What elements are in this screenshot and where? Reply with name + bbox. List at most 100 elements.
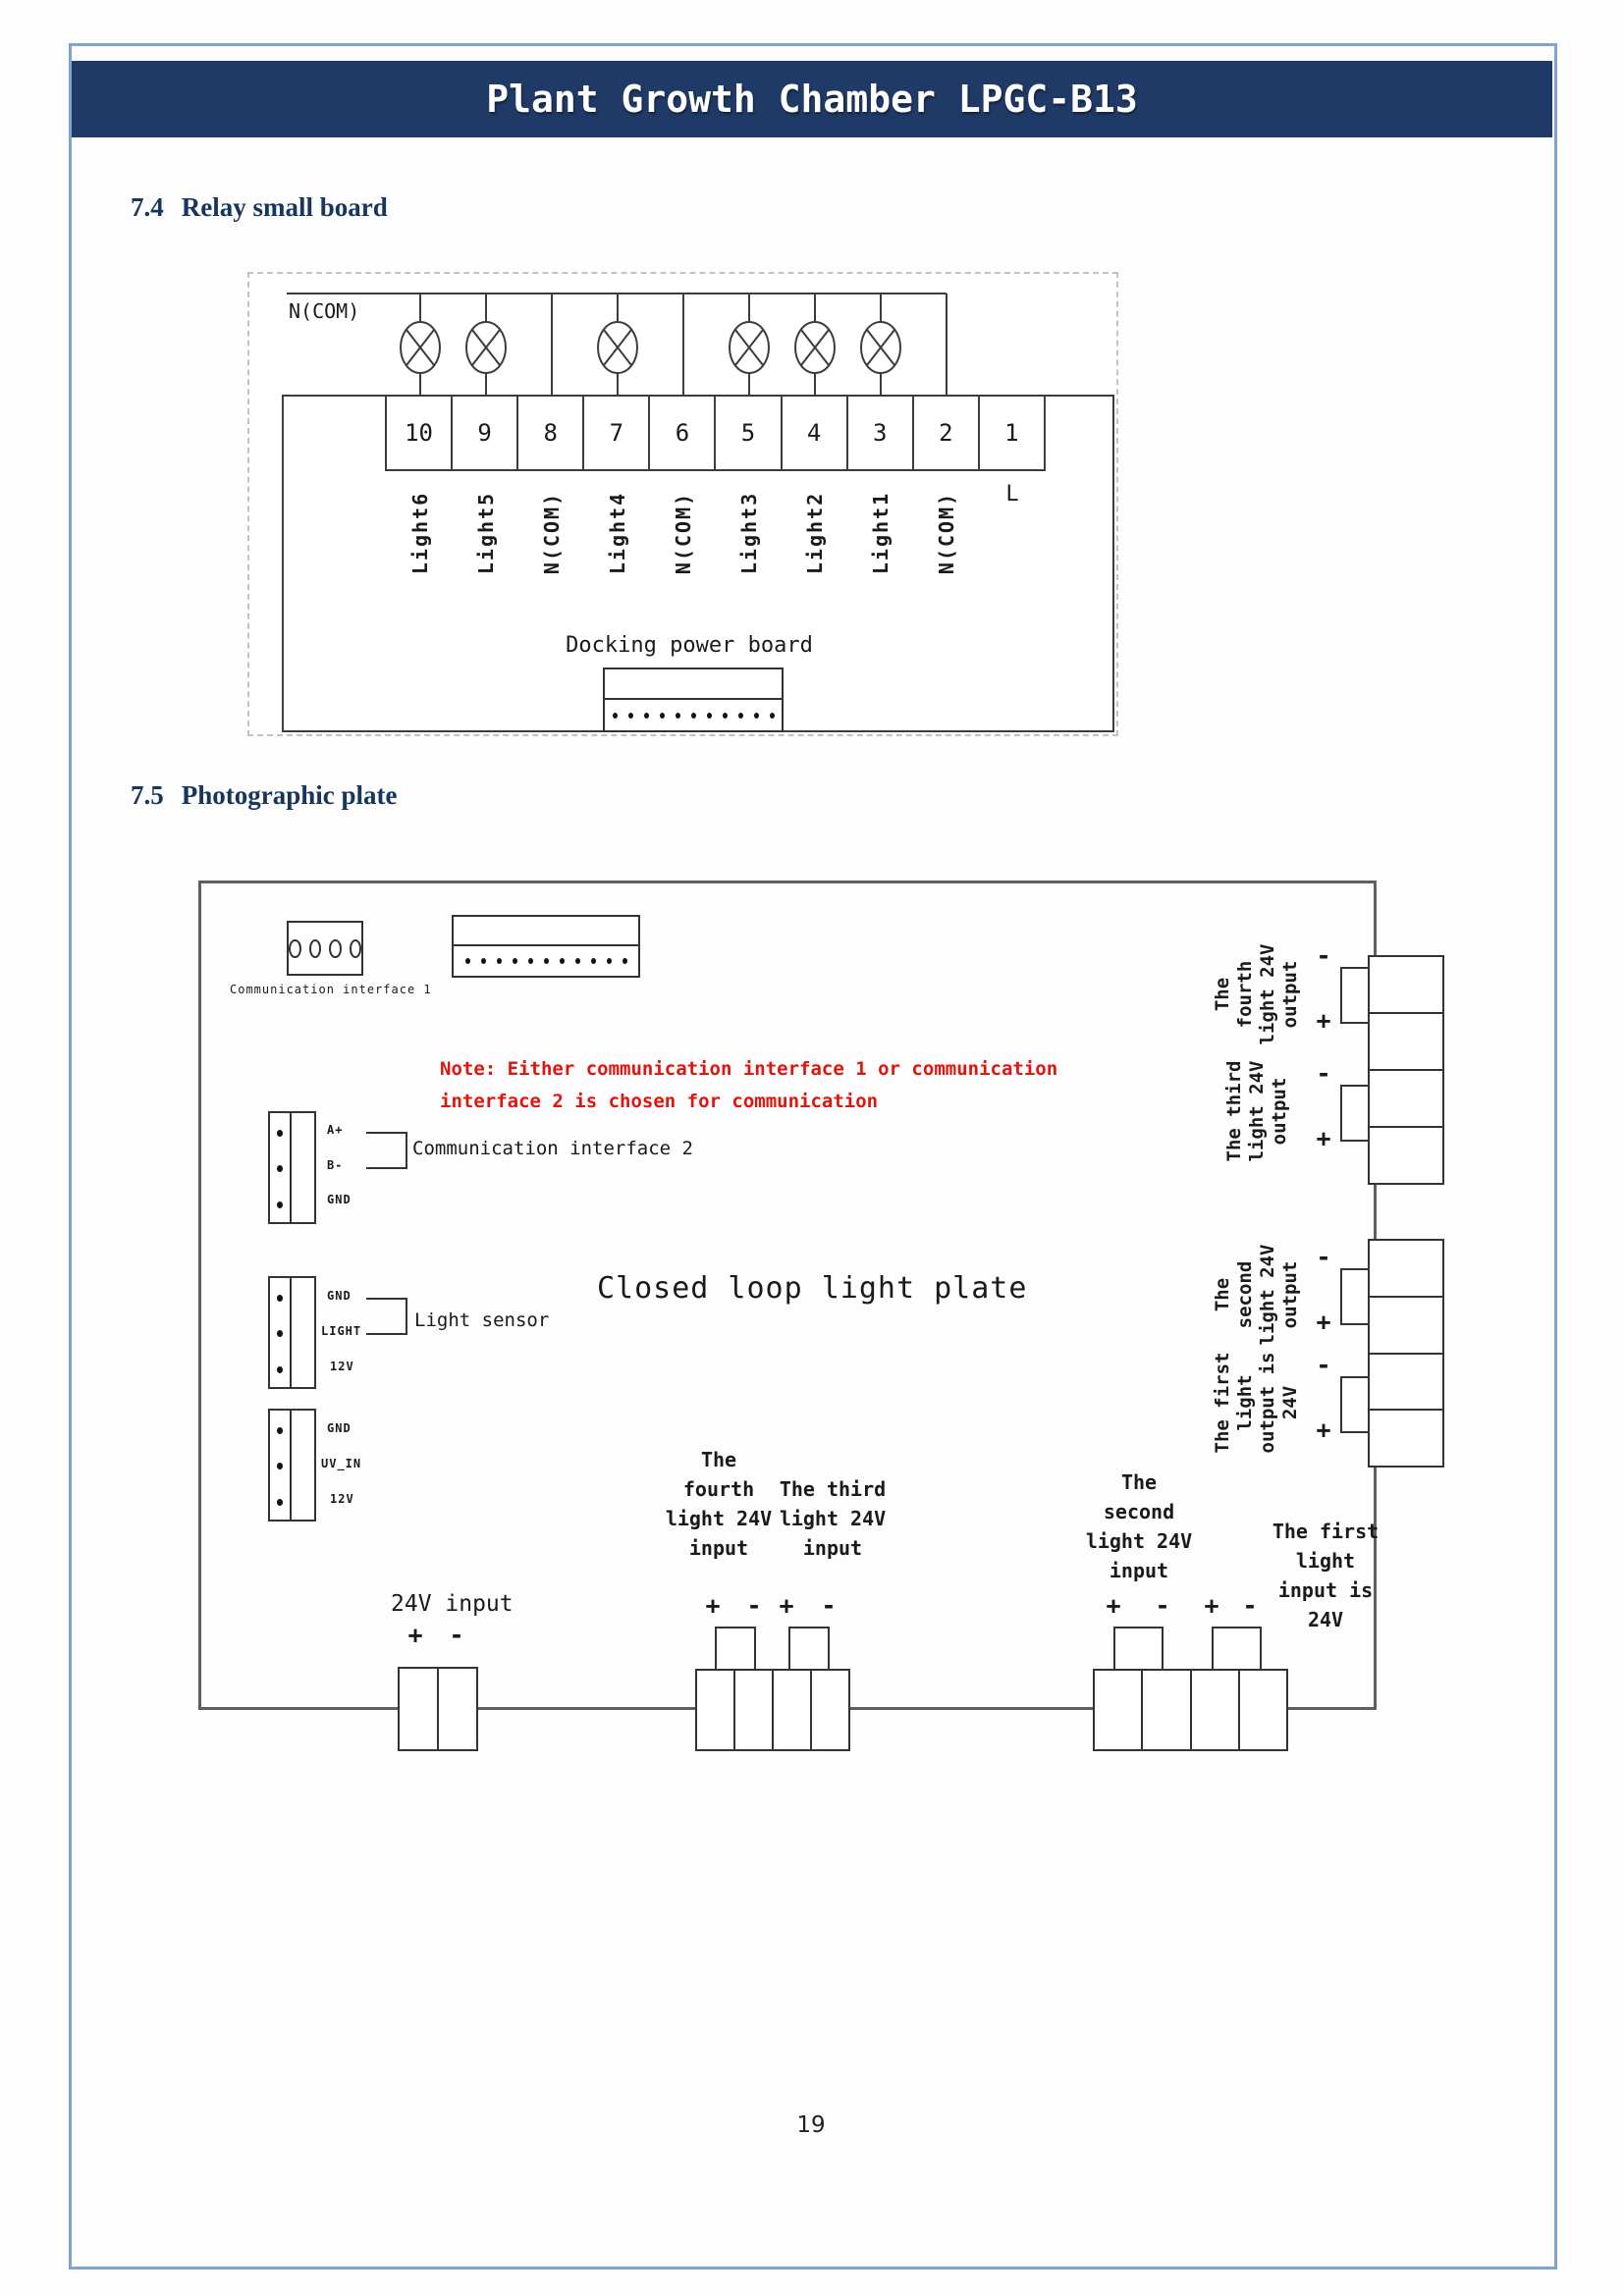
section-title: Photographic plate bbox=[181, 780, 398, 810]
pin-label-gnd: GND bbox=[327, 1421, 352, 1435]
pin-label-uv-in: UV_IN bbox=[321, 1457, 362, 1470]
ncom-bus-label: N(COM) bbox=[289, 299, 360, 323]
light-input-connector bbox=[695, 1669, 850, 1751]
bracket bbox=[366, 1132, 407, 1169]
terminal-label: Light3 bbox=[737, 491, 761, 575]
terminal-label: N(COM) bbox=[935, 491, 958, 575]
pin-hole bbox=[289, 938, 301, 958]
comm-interface-1-label: Communication interface 1 bbox=[230, 983, 432, 996]
terminal-label: Light4 bbox=[606, 491, 629, 575]
terminal-label-L: L bbox=[1005, 482, 1019, 507]
pin-dot bbox=[277, 1366, 283, 1373]
section-number: 7.5 bbox=[131, 780, 164, 810]
terminal-cell: 4 bbox=[783, 397, 848, 469]
light-input-connector bbox=[1093, 1669, 1288, 1751]
note-line-2: interface 2 is chosen for communication bbox=[440, 1091, 879, 1112]
note-line-1: Note: Either communication interface 1 o… bbox=[440, 1058, 1058, 1080]
terminal-label: Light2 bbox=[803, 491, 827, 575]
closed-loop-label: Closed loop light plate bbox=[597, 1271, 1028, 1306]
pin-label-a-plus: A+ bbox=[327, 1123, 344, 1137]
pin-dot bbox=[277, 1165, 283, 1172]
terminal-label: Light5 bbox=[474, 491, 498, 575]
section-heading-7-4: 7.4 Relay small board bbox=[131, 192, 388, 223]
24v-input-label: 24V input bbox=[391, 1591, 514, 1617]
terminal-cell: 2 bbox=[914, 397, 980, 469]
lamp-icon bbox=[465, 294, 507, 395]
pin-label-12v: 12V bbox=[330, 1492, 354, 1506]
pin-label-b-minus: B- bbox=[327, 1158, 344, 1172]
docking-connector bbox=[603, 667, 784, 732]
minus-sign: - bbox=[1242, 1591, 1258, 1620]
minus-sign: - bbox=[1316, 1351, 1331, 1379]
terminal-cell: 6 bbox=[650, 397, 717, 469]
plus-sign: + bbox=[705, 1591, 721, 1620]
section-heading-7-5: 7.5 Photographic plate bbox=[131, 780, 398, 811]
minus-sign: - bbox=[1316, 1059, 1331, 1088]
terminal-cell: 3 bbox=[848, 397, 914, 469]
power-header-connector bbox=[452, 915, 640, 978]
pin-dot bbox=[277, 1201, 283, 1208]
terminal-cell: 8 bbox=[518, 397, 585, 469]
minus-sign: - bbox=[1316, 941, 1331, 970]
lamp-icon bbox=[794, 294, 836, 395]
terminal-cell: 10 bbox=[387, 397, 454, 469]
pin-dot bbox=[277, 1463, 283, 1469]
lamp-icon bbox=[860, 294, 901, 395]
input-pin-box bbox=[1212, 1627, 1262, 1673]
connector-dots bbox=[454, 946, 638, 976]
pin-label-12v: 12V bbox=[330, 1360, 354, 1373]
output-external-connector bbox=[1368, 955, 1444, 1185]
uv-block bbox=[268, 1409, 316, 1522]
minus-sign: - bbox=[449, 1621, 464, 1649]
page-border bbox=[69, 43, 1557, 2269]
plus-sign: + bbox=[1316, 1415, 1331, 1444]
pin-hole bbox=[329, 938, 342, 958]
input-third-label: The third light 24V input bbox=[779, 1477, 887, 1560]
note-text: Note: Either communication interface 1 o… bbox=[440, 1053, 1057, 1118]
plus-sign: + bbox=[1106, 1591, 1121, 1620]
input-pin-box bbox=[715, 1627, 756, 1673]
input-fourth-label: The fourth light 24V input bbox=[665, 1448, 773, 1560]
light-sensor-label: Light sensor bbox=[414, 1309, 550, 1331]
input-pin-box bbox=[788, 1627, 830, 1673]
relay-diagram: N(COM) 10 9 8 7 6 5 4 3 2 1 Light6 Light… bbox=[247, 272, 1118, 736]
lamp-icon bbox=[729, 294, 770, 395]
plus-sign: + bbox=[1204, 1591, 1219, 1620]
input-second-label: The second light 24V input bbox=[1085, 1470, 1193, 1582]
terminal-label: N(COM) bbox=[540, 491, 564, 575]
pin-dot bbox=[277, 1427, 283, 1434]
plus-sign: + bbox=[407, 1621, 423, 1649]
comm-interface-1-connector bbox=[287, 921, 363, 976]
light-sensor-block bbox=[268, 1276, 316, 1389]
pin-dot bbox=[277, 1499, 283, 1506]
lamp-icon bbox=[400, 294, 441, 395]
terminal-cell: 5 bbox=[716, 397, 783, 469]
plus-sign: + bbox=[1316, 1006, 1331, 1035]
plus-sign: + bbox=[779, 1591, 794, 1620]
output-third-label: The third light 24V output bbox=[1222, 1060, 1290, 1162]
page-title: Plant Growth Chamber LPGC-B13 bbox=[486, 78, 1138, 121]
pin-dot bbox=[277, 1130, 283, 1137]
terminal-cell: 1 bbox=[1004, 419, 1019, 447]
page-number: 19 bbox=[796, 2112, 826, 2138]
comm-interface-2-block bbox=[268, 1111, 316, 1224]
pin-label-gnd: GND bbox=[327, 1289, 352, 1303]
terminal-cell: 7 bbox=[584, 397, 651, 469]
24v-input-connector bbox=[398, 1667, 478, 1751]
input-first-label: The first light input is 24V bbox=[1272, 1520, 1380, 1631]
terminal-strip: 10 9 8 7 6 5 4 3 2 1 bbox=[385, 395, 1046, 471]
pin-hole bbox=[349, 938, 361, 958]
terminal-label: Light6 bbox=[408, 491, 432, 575]
plus-sign: + bbox=[1316, 1308, 1331, 1336]
minus-sign: - bbox=[746, 1591, 762, 1620]
connector-dots bbox=[605, 700, 782, 730]
pin-dot bbox=[277, 1295, 283, 1302]
pin-label-gnd: GND bbox=[327, 1193, 352, 1206]
photographic-plate-diagram: Communication interface 1 Note: Either c… bbox=[198, 881, 1444, 1757]
minus-sign: - bbox=[1316, 1243, 1331, 1271]
lamp-icon bbox=[597, 294, 638, 395]
docking-power-board-label: Docking power board bbox=[566, 633, 813, 658]
minus-sign: - bbox=[821, 1591, 837, 1620]
input-pin-box bbox=[1113, 1627, 1164, 1673]
minus-sign: - bbox=[1155, 1591, 1170, 1620]
